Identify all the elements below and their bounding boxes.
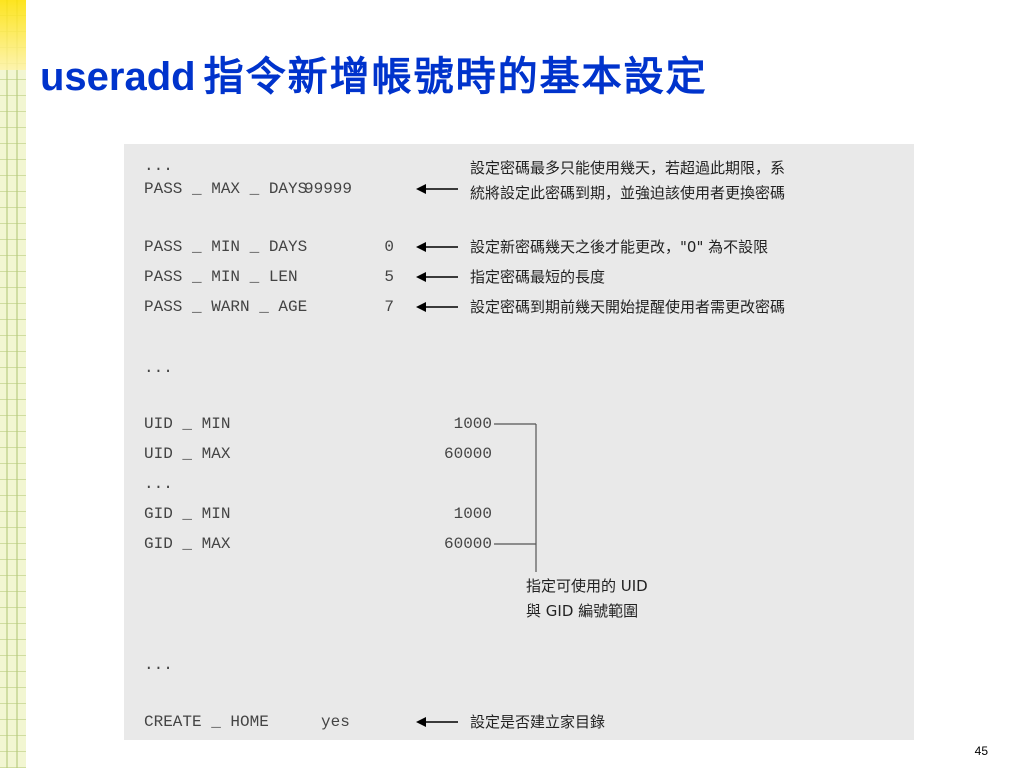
note-create-home: 設定是否建立家目錄 — [470, 713, 606, 731]
pass-min-days-key: PASS _ MIN _ DAYS — [144, 238, 308, 256]
title-description: 指令新增帳號時的基本設定 — [203, 53, 708, 100]
note-pass-warn-age: 設定密碼到期前幾天開始提醒使用者需更改密碼 — [470, 298, 786, 316]
note-pass-max-days-line1: 設定密碼最多只能使用幾天，若超過此期限，系 — [470, 159, 786, 177]
arrow-left-icon — [416, 716, 460, 728]
pass-min-len-key: PASS _ MIN _ LEN — [144, 268, 298, 286]
gid-min-key: GID _ MIN — [144, 505, 231, 523]
pass-min-days-value: 0 — [384, 238, 394, 256]
pass-warn-age-key: PASS _ WARN _ AGE — [144, 298, 308, 316]
gid-max-key: GID _ MAX — [144, 535, 231, 553]
ellipsis-uid-gid: ... — [144, 475, 173, 493]
pass-max-days-value: 99999 — [304, 180, 353, 198]
config-panel: ... PASS _ MAX _ DAYS 99999 設定密碼最多只能使用幾天… — [124, 144, 914, 740]
pass-max-days-key: PASS _ MAX _ DAYS — [144, 180, 308, 198]
note-uid-gid-line1: 指定可使用的 UID — [526, 577, 648, 595]
uid-min-key: UID _ MIN — [144, 415, 231, 433]
ellipsis-bottom: ... — [144, 656, 173, 674]
arrow-left-icon — [416, 301, 460, 313]
gid-max-value: 60000 — [443, 535, 492, 553]
note-uid-gid-line2: 與 GID 編號範圍 — [526, 602, 639, 620]
arrow-left-icon — [416, 183, 460, 195]
uid-min-value: 1000 — [453, 415, 492, 433]
pass-warn-age-value: 7 — [384, 298, 394, 316]
page-number: 45 — [974, 744, 988, 758]
pass-min-len-value: 5 — [384, 268, 394, 286]
ellipsis-middle: ... — [144, 359, 173, 377]
arrow-left-icon — [416, 271, 460, 283]
uid-gid-bracket — [494, 423, 537, 572]
arrow-left-icon — [416, 241, 460, 253]
create-home-value: yes — [321, 713, 350, 731]
create-home-key: CREATE _ HOME — [144, 713, 269, 731]
uid-max-value: 60000 — [443, 445, 492, 463]
note-pass-max-days-line2: 統將設定此密碼到期，並強迫該使用者更換密碼 — [470, 184, 786, 202]
note-pass-min-len: 指定密碼最短的長度 — [470, 268, 606, 286]
uid-max-key: UID _ MAX — [144, 445, 231, 463]
note-pass-min-days: 設定新密碼幾天之後才能更改，"0" 為不設限 — [470, 238, 769, 256]
ellipsis-top: ... — [144, 157, 173, 175]
gid-min-value: 1000 — [453, 505, 492, 523]
decorative-strip-highlight — [0, 0, 26, 70]
title-command: useradd — [40, 55, 196, 99]
decorative-side-strip — [0, 0, 26, 768]
